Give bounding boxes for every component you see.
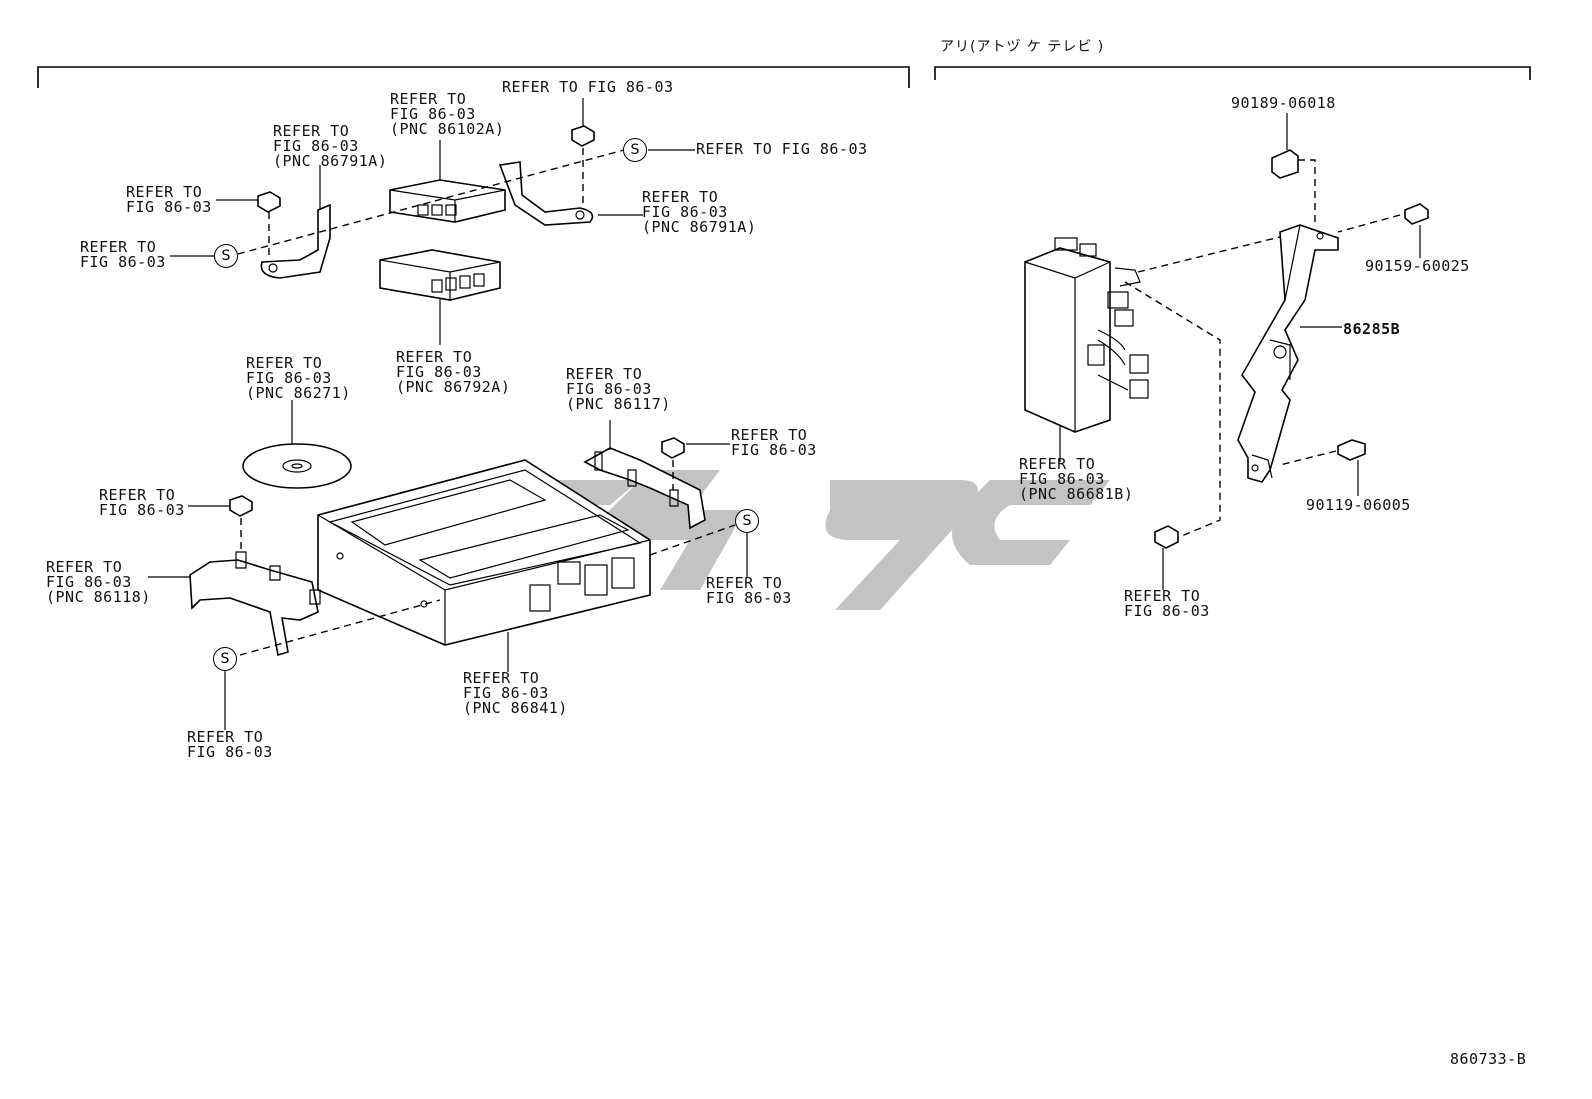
left-group-bracket bbox=[37, 66, 910, 88]
main-unit-86841 bbox=[317, 459, 651, 672]
part-number-90119-06005[interactable]: 90119-06005 bbox=[1306, 496, 1411, 514]
clip-90189 bbox=[1271, 113, 1316, 225]
bolt-90119 bbox=[1279, 439, 1366, 496]
label-pnc-86271[interactable]: REFER TO FIG 86-03 (PNC 86271) bbox=[246, 354, 351, 402]
module-86792a bbox=[379, 249, 501, 345]
bracket-86117 bbox=[583, 420, 706, 530]
label-pnc-86102a[interactable]: REFER TO FIG 86-03 (PNC 86102A) bbox=[390, 90, 505, 138]
label-nut-left[interactable]: REFER TO FIG 86-03 bbox=[126, 183, 212, 216]
label-pnc-86791a-right[interactable]: REFER TO FIG 86-03 (PNC 86791A) bbox=[642, 188, 757, 236]
bolt-90159 bbox=[1337, 203, 1429, 258]
s-marker-bottom: S bbox=[213, 647, 237, 671]
s-marker-mid-right: S bbox=[735, 509, 759, 533]
part-number-90189-06018[interactable]: 90189-06018 bbox=[1231, 94, 1336, 112]
s-marker-left: S bbox=[214, 244, 238, 268]
bracket-left-86791a bbox=[260, 165, 331, 279]
label-s-right-top[interactable]: REFER TO FIG 86-03 bbox=[696, 140, 868, 158]
disc-86271 bbox=[242, 400, 352, 489]
figure-id: 860733-B bbox=[1450, 1050, 1527, 1068]
s-marker-top-right: S bbox=[623, 138, 647, 162]
label-nut-mid-right[interactable]: REFER TO FIG 86-03 bbox=[731, 426, 817, 459]
label-pnc-86681b[interactable]: REFER TO FIG 86-03 (PNC 86681B) bbox=[1019, 455, 1134, 503]
module-86102a bbox=[389, 140, 506, 223]
label-pnc-86841[interactable]: REFER TO FIG 86-03 (PNC 86841) bbox=[463, 669, 568, 717]
label-pnc-86791a-left[interactable]: REFER TO FIG 86-03 (PNC 86791A) bbox=[273, 122, 388, 170]
nut-mid-left bbox=[188, 495, 253, 550]
nut-right-bottom bbox=[1154, 525, 1179, 590]
bracket-right-86791a bbox=[498, 161, 643, 226]
part-number-90159-60025[interactable]: 90159-60025 bbox=[1365, 257, 1470, 275]
right-group-header: アリ(アトヅ ケ テレビ ) bbox=[940, 39, 1105, 55]
nut-left-top bbox=[216, 191, 281, 258]
nut-mid-right bbox=[661, 437, 730, 490]
bracket-86285b bbox=[1237, 224, 1342, 483]
label-pnc-86792a[interactable]: REFER TO FIG 86-03 (PNC 86792A) bbox=[396, 348, 511, 396]
right-group-bracket bbox=[934, 66, 1531, 80]
part-number-86285b[interactable]: 86285B bbox=[1343, 320, 1401, 338]
label-nut-right-bottom[interactable]: REFER TO FIG 86-03 bbox=[1124, 587, 1210, 620]
label-pnc-86117[interactable]: REFER TO FIG 86-03 (PNC 86117) bbox=[566, 365, 671, 413]
label-s-bottom[interactable]: REFER TO FIG 86-03 bbox=[187, 728, 273, 761]
tv-control-unit-86681b bbox=[1024, 237, 1149, 462]
label-refer-fig-top[interactable]: REFER TO FIG 86-03 bbox=[502, 78, 674, 96]
nut-right-top bbox=[571, 98, 595, 208]
label-nut-mid-left[interactable]: REFER TO FIG 86-03 bbox=[99, 486, 185, 519]
bracket-86118 bbox=[148, 551, 321, 657]
label-s-mid-right[interactable]: REFER TO FIG 86-03 bbox=[706, 574, 792, 607]
label-pnc-86118[interactable]: REFER TO FIG 86-03 (PNC 86118) bbox=[46, 558, 151, 606]
label-s-left[interactable]: REFER TO FIG 86-03 bbox=[80, 238, 166, 271]
